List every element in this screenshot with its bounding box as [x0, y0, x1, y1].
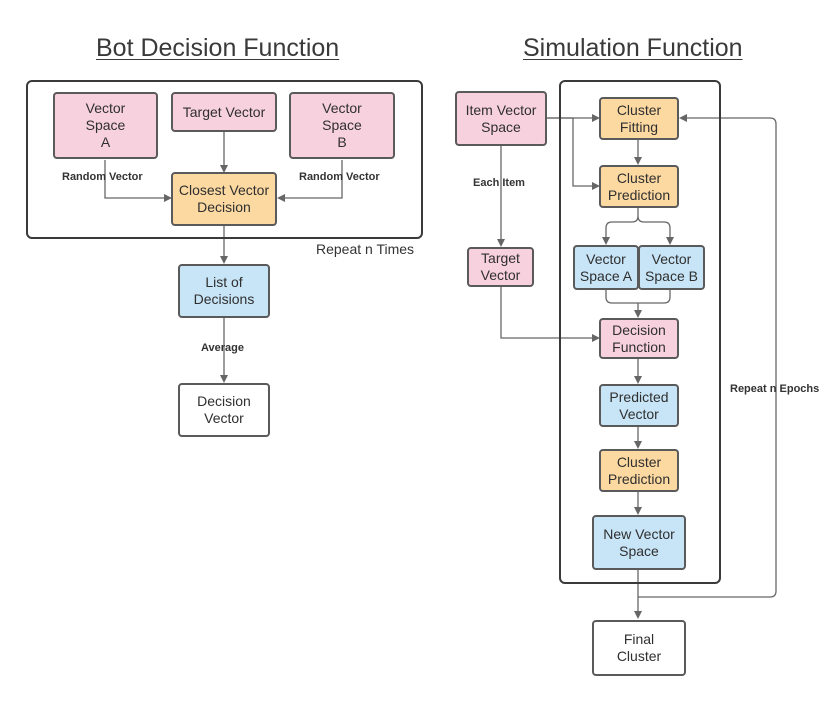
random-vector-label-right: Random Vector	[299, 171, 380, 183]
arrowhead	[220, 375, 228, 383]
edge-prediction-split	[605, 208, 671, 238]
list-of-decisions-node: List of Decisions	[178, 264, 270, 318]
arrowhead	[634, 507, 642, 515]
arrowhead	[634, 157, 642, 165]
final-cluster-node: Final Cluster	[592, 620, 686, 676]
arrowhead	[634, 376, 642, 384]
arrowhead	[634, 441, 642, 449]
average-label: Average	[201, 342, 245, 354]
bot-decision-title: Bot Decision Function	[96, 34, 340, 62]
item-vector-space-node: Item Vector Space	[455, 91, 547, 146]
arrowhead	[666, 237, 674, 245]
arrowhead	[602, 237, 610, 245]
edge-space-a-to-closest	[104, 160, 165, 199]
decision-vector-node: Decision Vector	[178, 383, 270, 437]
vector-space-b-node-right: Vector Space B	[638, 245, 705, 290]
decision-function-node: Decision Function	[599, 318, 679, 359]
arrowhead	[277, 194, 285, 202]
vector-space-b-node: Vector Space B	[289, 92, 395, 159]
simulation-title: Simulation Function	[523, 34, 743, 62]
arrowhead	[592, 114, 600, 122]
arrowhead	[592, 182, 600, 190]
edge-spaces-merge	[605, 290, 671, 311]
cluster-fitting-node: Cluster Fitting	[599, 97, 679, 140]
repeat-n-epochs-label: Repeat n Epochs	[730, 383, 820, 395]
vector-space-a-node: Vector Space A	[53, 92, 158, 159]
edge-target-to-decision	[500, 287, 593, 339]
vector-space-a-node-right: Vector Space A	[573, 245, 639, 290]
target-vector-node-right: Target Vector	[467, 247, 534, 287]
arrowhead	[634, 611, 642, 619]
arrowhead	[679, 114, 687, 122]
cluster-prediction-node-1: Cluster Prediction	[599, 165, 679, 208]
each-item-label: Each Item	[473, 177, 525, 189]
predicted-vector-node: Predicted Vector	[599, 384, 679, 427]
repeat-frame	[26, 80, 423, 239]
new-vector-space-node: New Vector Space	[592, 515, 686, 570]
edge-epoch-loop	[638, 117, 777, 598]
target-vector-node: Target Vector	[171, 92, 277, 132]
repeat-n-times-label: Repeat n Times	[316, 241, 415, 257]
arrowhead	[592, 334, 600, 342]
random-vector-label-left: Random Vector	[62, 171, 143, 183]
arrowhead	[220, 256, 228, 264]
edge-space-b-to-closest	[284, 160, 343, 199]
closest-vector-decision-node: Closest Vector Decision	[171, 172, 277, 226]
arrowhead	[634, 310, 642, 318]
cluster-prediction-node-2: Cluster Prediction	[599, 449, 679, 492]
arrowhead	[220, 165, 228, 173]
arrowhead	[164, 194, 172, 202]
epoch-frame	[559, 80, 721, 584]
arrowhead	[497, 239, 505, 247]
